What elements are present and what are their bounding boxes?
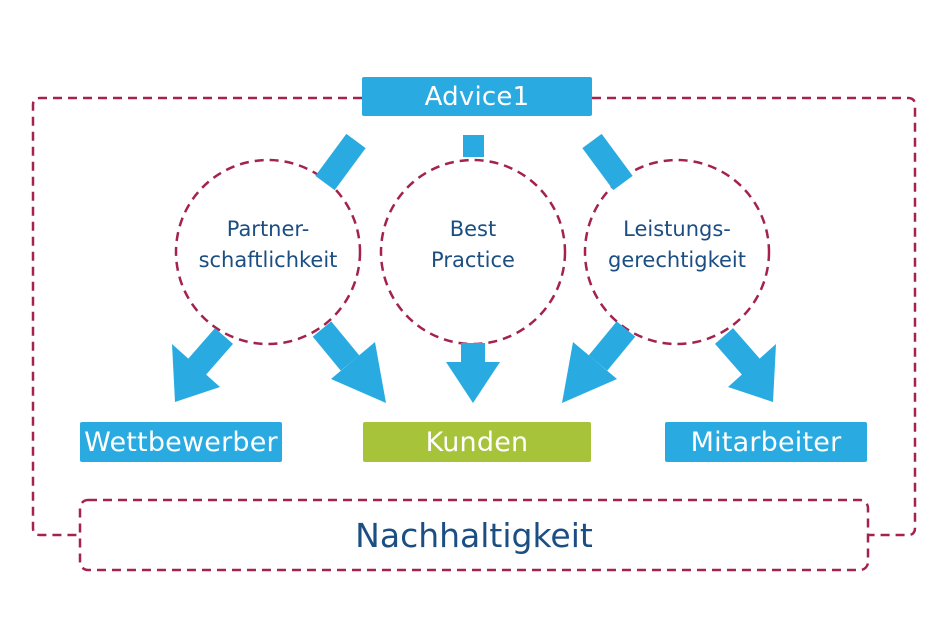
best-practice-line2: Practice — [431, 248, 515, 272]
partnerschaftlichkeit-line2: schaftlichkeit — [198, 248, 338, 272]
leistungsgerechtigkeit-line2: gerechtigkeit — [608, 248, 746, 272]
advice1-box: Advice1 — [362, 77, 592, 116]
kunden-box: Kunden — [363, 422, 591, 462]
arrow-best-to-kunden — [446, 343, 500, 403]
wettbewerber-box: Wettbewerber — [80, 422, 282, 462]
best-practice-line1: Best — [449, 217, 497, 241]
mitarbeiter-box: Mitarbeiter — [665, 422, 867, 462]
circle-best-practice — [379, 158, 567, 346]
circle-leistungsgerechtigkeit — [583, 158, 771, 346]
nachhaltigkeit-frame — [78, 498, 870, 572]
advice1-label: Advice1 — [424, 81, 530, 112]
partnerschaftlichkeit-line1: Partner- — [226, 217, 310, 241]
nachhaltigkeit-label: Nachhaltigkeit — [355, 515, 593, 555]
outer-dashed-loop — [31, 96, 917, 537]
connector-advice-left — [315, 133, 366, 191]
arrow-partner-to-kunden — [312, 321, 386, 403]
arrow-partner-to-wettbewerber — [172, 328, 234, 402]
circle-partnerschaftlichkeit — [174, 158, 362, 346]
arrow-leistung-to-kunden — [562, 321, 636, 403]
arrow-leistung-to-mitarbeiter — [714, 328, 776, 402]
best-practice-label: Best Practice — [383, 210, 563, 280]
mitarbeiter-label: Mitarbeiter — [690, 426, 842, 458]
leistungsgerechtigkeit-label: Leistungs- gerechtigkeit — [587, 210, 767, 280]
connector-advice-center — [463, 135, 484, 157]
wettbewerber-label: Wettbewerber — [84, 426, 278, 458]
leistungsgerechtigkeit-line1: Leistungs- — [623, 217, 731, 241]
connector-advice-right — [582, 133, 633, 191]
kunden-label: Kunden — [425, 426, 529, 458]
partnerschaftlichkeit-label: Partner- schaftlichkeit — [178, 210, 358, 280]
